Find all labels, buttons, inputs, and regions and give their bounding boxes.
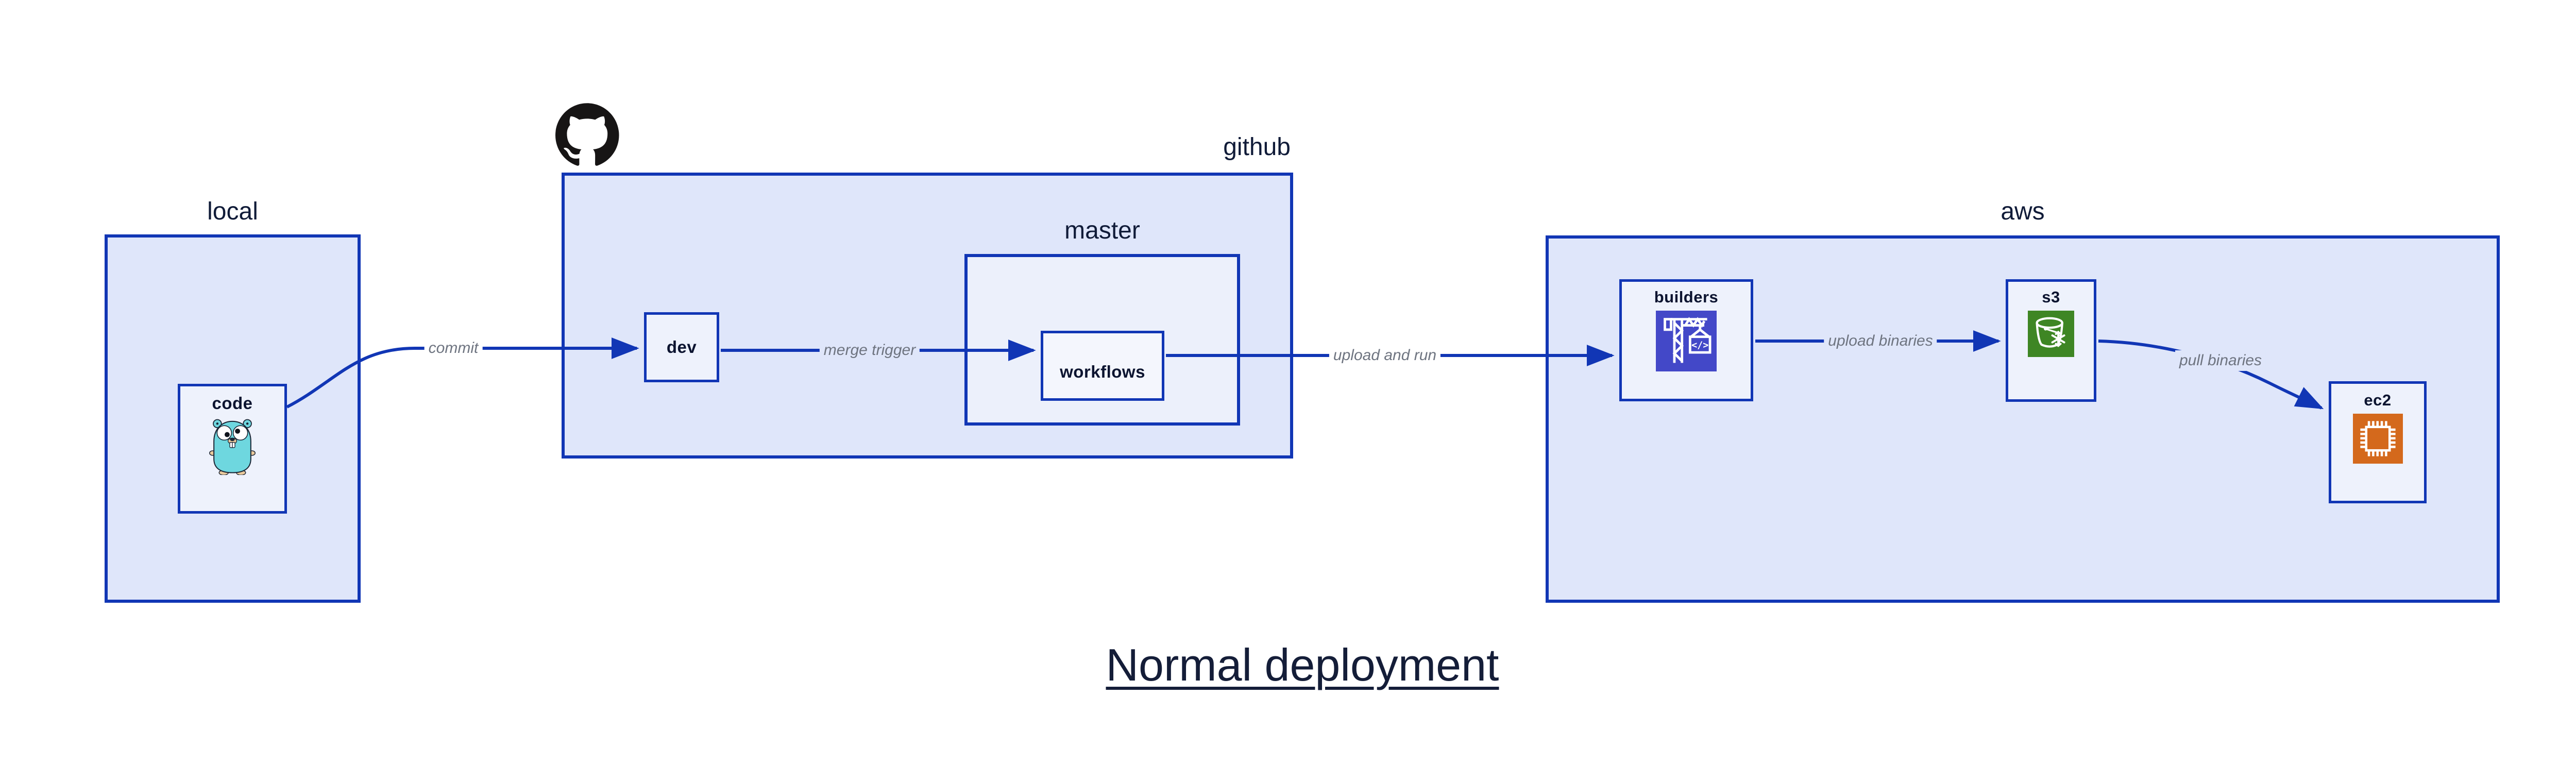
dev-node: dev [644,312,719,382]
github-logo-icon [555,103,619,166]
ec2-node: ec2 [2329,381,2427,503]
code-node-label: code [212,394,253,413]
local-group-label: local [207,198,258,225]
page-title: Normal deployment [1106,639,1499,690]
code-node: code [178,384,287,514]
s3-node-label: s3 [2042,288,2060,306]
github-octocat-logo [555,103,619,168]
builders-node: builders </> [1619,279,1753,401]
ec2-node-label: ec2 [2364,391,2392,409]
codebuild-crane-icon: </> [1656,311,1717,371]
svg-text:</>: </> [1691,340,1708,351]
go-gopher-icon [209,417,256,476]
master-group-label: master [1064,217,1140,244]
edge-label-pull-binaries: pull binaries [2175,350,2266,371]
edge-label-upload-binaries: upload binaries [1824,331,1937,351]
edge-label-upload-and-run: upload and run [1329,345,1441,366]
edge-label-merge-trigger: merge trigger [819,340,920,361]
workflows-node: workflows [1041,331,1164,401]
s3-node: s3 [2006,279,2096,402]
ec2-chip-icon [2352,414,2403,464]
builders-node-label: builders [1654,288,1719,306]
aws-group-label: aws [2001,198,2045,225]
github-group-label: github [1223,133,1291,161]
workflows-node-label: workflows [1060,362,1145,381]
s3-glacier-bucket-icon [2028,311,2074,357]
edge-label-commit: commit [424,338,483,359]
dev-node-label: dev [666,337,697,356]
